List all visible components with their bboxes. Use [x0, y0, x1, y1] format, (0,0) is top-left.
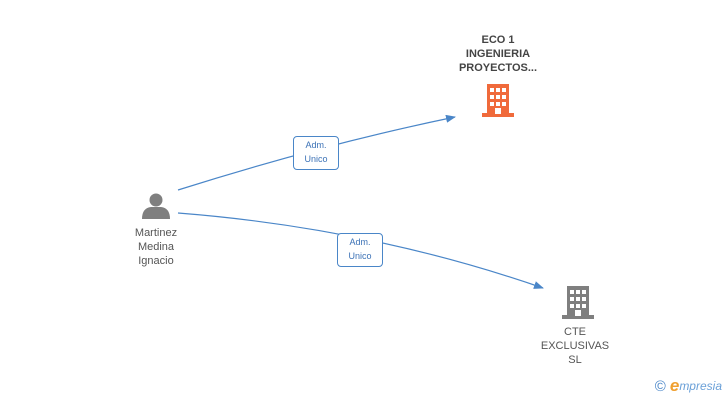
edge-label-cte-line-2: Unico — [348, 251, 372, 261]
brand-initial: e — [669, 376, 680, 395]
company-cte-line-2: EXCLUSIVAS — [540, 340, 610, 352]
company-eco1-label[interactable]: ECO 1 INGENIERIA PROYECTOS... — [438, 33, 558, 75]
person-name-label[interactable]: Martinez Medina Ignacio — [106, 226, 206, 268]
building-icon[interactable] — [562, 286, 594, 319]
company-cte-line-3: SL — [568, 354, 582, 366]
edge-label-cte[interactable]: Adm. Unico — [337, 233, 383, 267]
company-eco1-line-1: ECO 1 — [481, 34, 515, 46]
person-icon[interactable] — [142, 193, 170, 220]
brand-name: mpresia — [679, 379, 722, 393]
company-cte-line-1: CTE — [564, 326, 586, 338]
edge-label-eco1[interactable]: Adm. Unico — [293, 136, 339, 170]
copyright-icon: © — [654, 377, 666, 395]
person-name-line-3: Ignacio — [138, 255, 174, 267]
company-cte-label[interactable]: CTE EXCLUSIVAS SL — [525, 325, 625, 367]
edge-label-eco1-line-2: Unico — [304, 154, 328, 164]
person-name-line-2: Medina — [137, 241, 175, 253]
person-name-line-1: Martinez — [134, 227, 178, 239]
company-eco1-line-3: PROYECTOS... — [458, 62, 538, 74]
brand-watermark: © e mpresia — [654, 376, 722, 395]
edge-label-cte-line-1: Adm. — [349, 237, 371, 247]
company-eco1-line-2: INGENIERIA — [465, 48, 531, 60]
building-icon[interactable] — [482, 84, 514, 117]
edge-label-eco1-line-1: Adm. — [305, 140, 327, 150]
